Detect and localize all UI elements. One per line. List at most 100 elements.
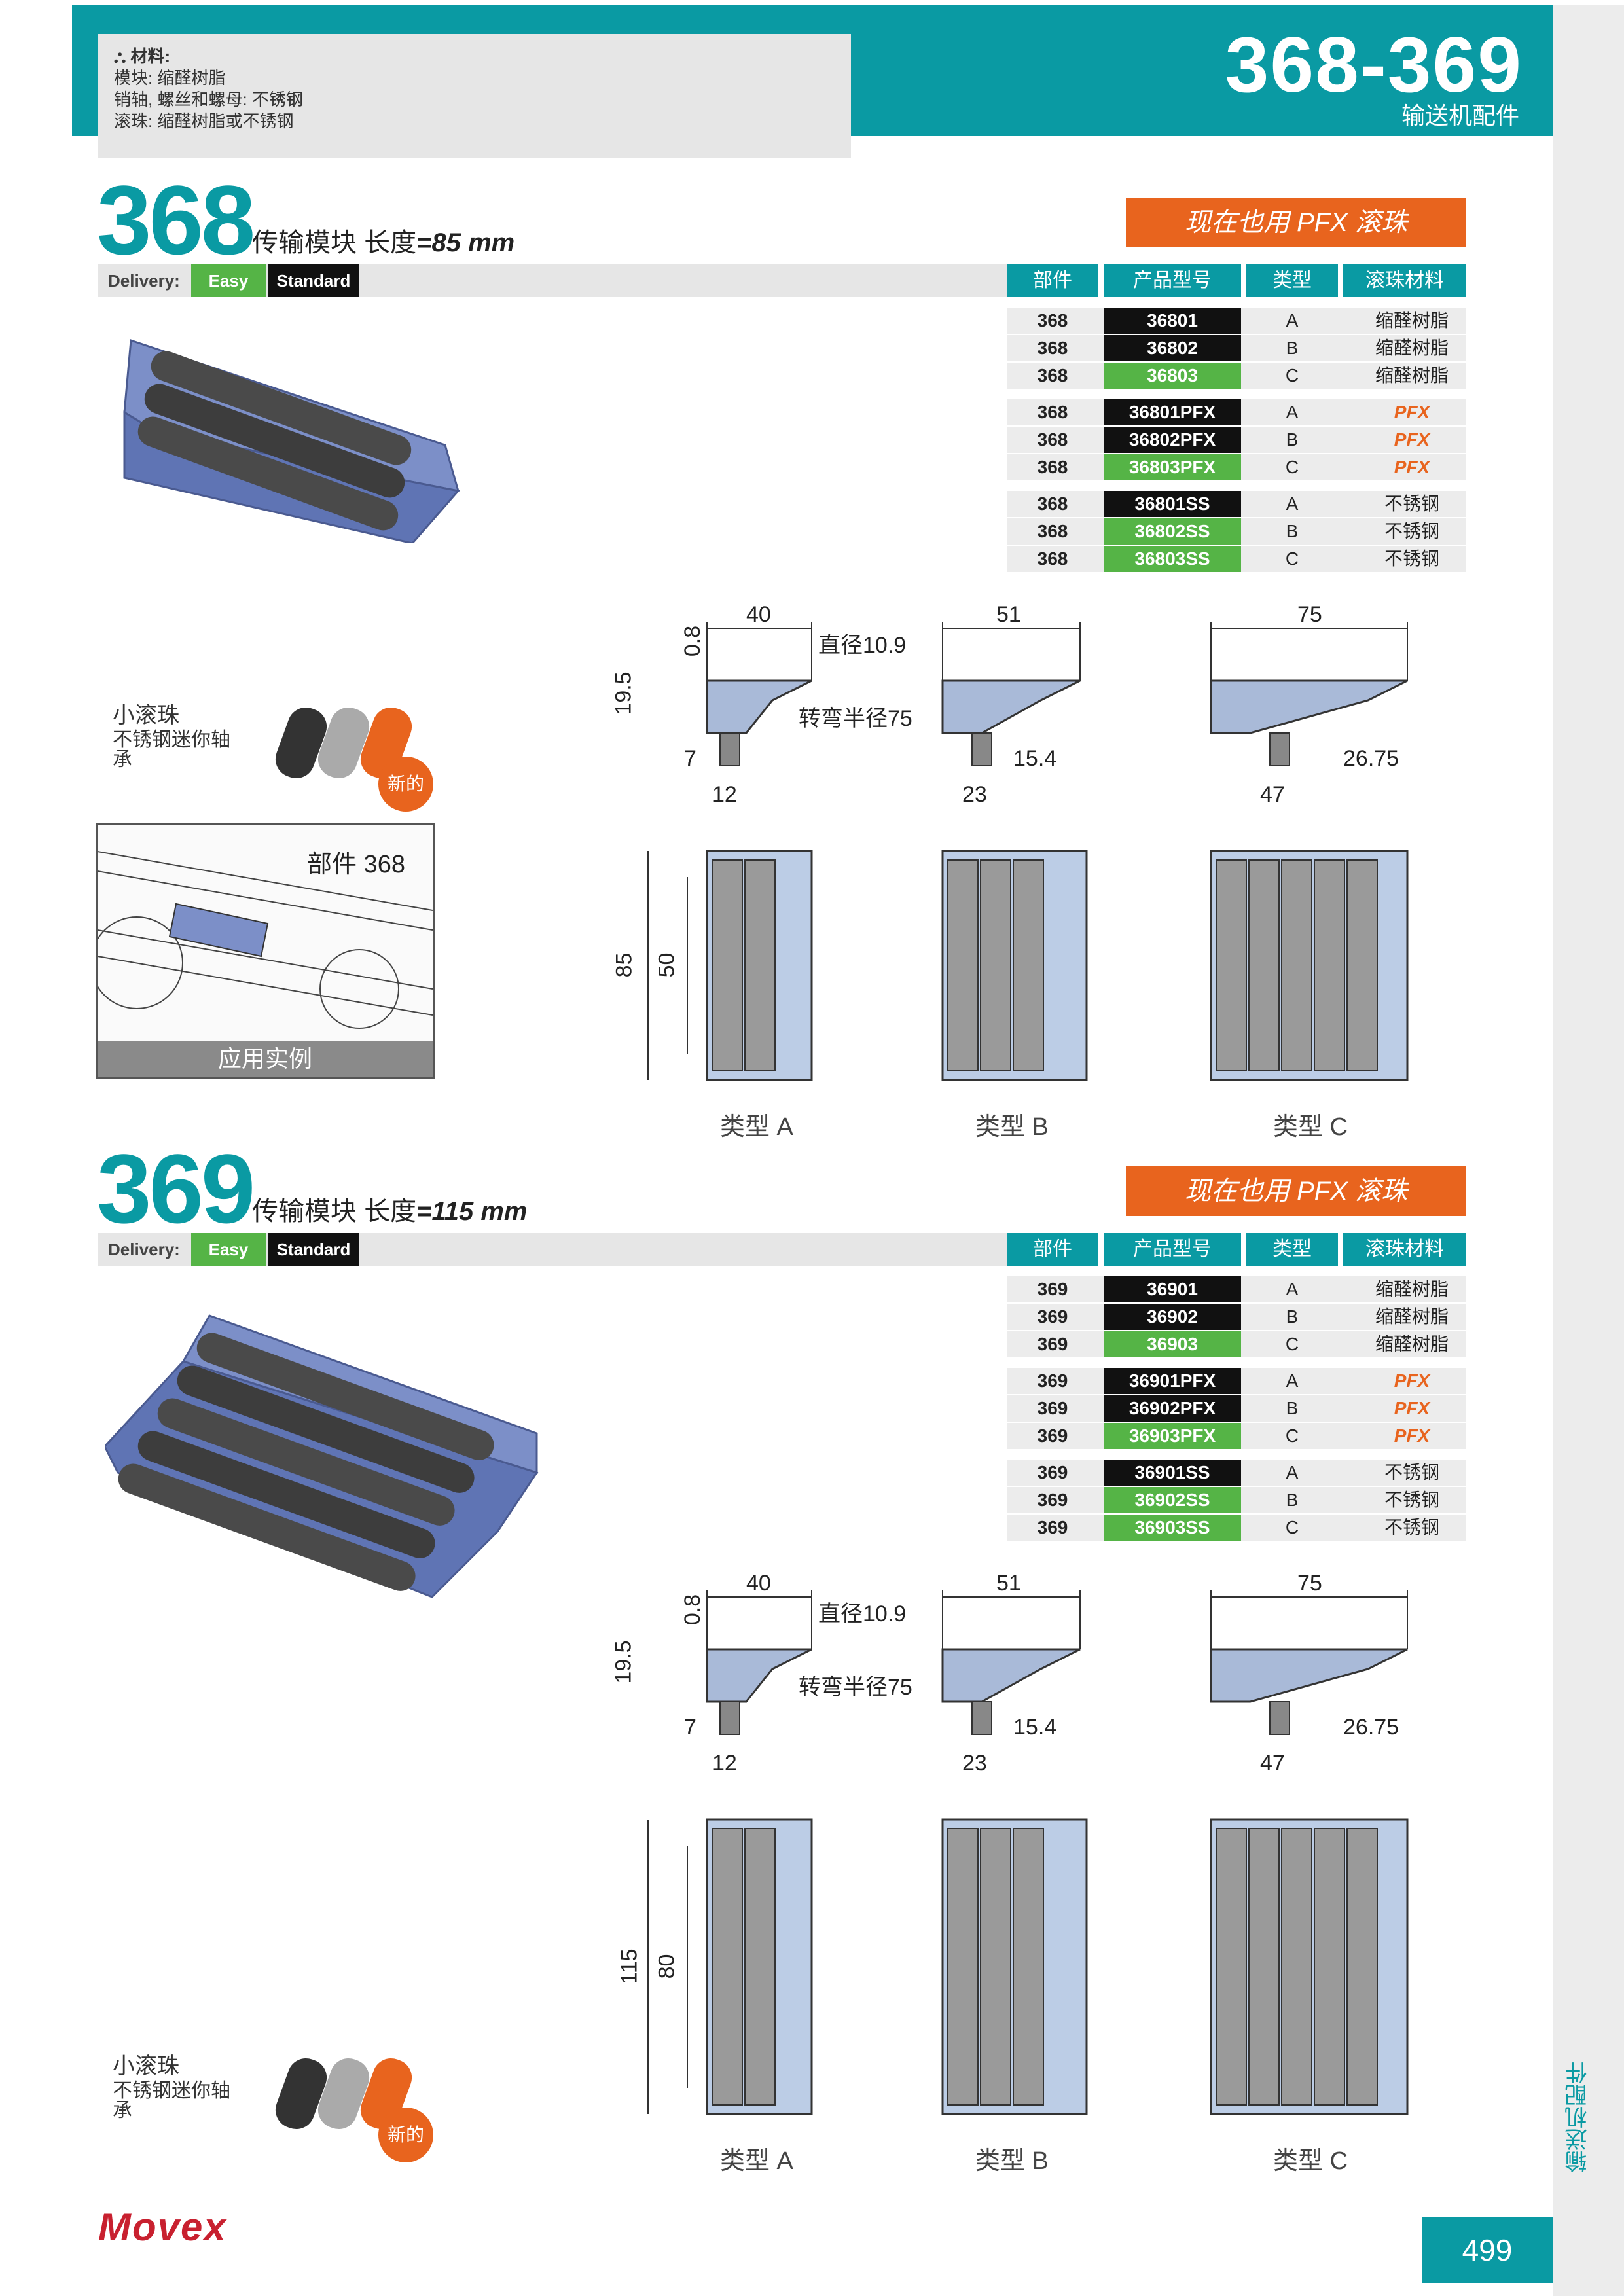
delivery-easy-badge: Easy [191,264,266,297]
dim-offset-b: 15.4 [1013,1715,1057,1740]
cell-code: 36802 [1104,335,1241,361]
cell-material: 缩醛树脂 [1375,1306,1449,1327]
cell-code: 36901SS [1104,1460,1241,1486]
cell-code: 36801PFX [1104,399,1241,425]
bearing-note-title: 小滚珠 [113,2054,179,2079]
side-category-label: 输送机配件 [1566,2062,1591,2173]
dim-roller-diameter: 直径10.9 [818,633,907,658]
new-badge: 新的 [378,2108,433,2162]
dim-length-total: 85 [611,952,637,978]
section-title: 传输模块 长度=85 mm [252,228,515,257]
dim-width-c: 75 [1297,1571,1322,1596]
bearing-note-sub: 不锈钢迷你轴 [113,2080,230,2102]
cell-type: A [1286,402,1299,422]
cell-material: PFX [1394,457,1430,477]
cell-code: 36903SS [1104,1515,1241,1541]
materials-icon: ⛬ [114,46,126,66]
delivery-standard-badge: Standard [268,264,359,297]
cell-material: 缩醛树脂 [1375,310,1449,331]
cell-material: 不锈钢 [1384,1517,1439,1537]
dim-width-b: 51 [996,602,1021,627]
header-range: 368-369 [1225,21,1523,109]
cell-part: 369 [1037,1517,1068,1537]
materials-line: 模块: 缩醛树脂 [114,68,226,88]
table-header-material: 滚珠材料 [1343,1233,1466,1266]
dim-width-c2: 47 [1260,782,1285,807]
delivery-label: Delivery: [108,271,180,291]
dim-width-b: 51 [996,1571,1021,1596]
dim-length-total: 115 [617,1948,642,1984]
cell-material: PFX [1394,1426,1430,1446]
cell-part: 369 [1037,1279,1068,1299]
cell-code: 36903PFX [1104,1423,1241,1449]
cell-code: 36903 [1104,1331,1241,1357]
cell-part: 369 [1037,1398,1068,1418]
cell-part: 368 [1037,365,1068,386]
bearing-note-title: 小滚珠 [113,703,179,728]
delivery-label: Delivery: [108,1240,180,1259]
table-header-part: 部件 [1007,1233,1098,1266]
dim-width-a: 40 [746,602,771,627]
table-header-code: 产品型号 [1104,264,1241,297]
dim-bolt: 7 [684,1715,696,1740]
page-number: 499 [1422,2217,1553,2283]
table-header-type: 类型 [1246,264,1338,297]
cell-type: B [1286,338,1299,358]
table-row: 369 36903PFX C PFX [1007,1423,1466,1449]
cell-material: 缩醛树脂 [1375,338,1449,358]
cell-type: A [1286,493,1299,514]
cell-material: 不锈钢 [1384,521,1439,541]
cell-type: B [1286,1306,1299,1327]
cell-part: 368 [1037,402,1068,422]
new-badge: 新的 [378,757,433,812]
cell-part: 369 [1037,1426,1068,1446]
cell-part: 369 [1037,1490,1068,1510]
application-drawing [98,851,433,1029]
product-image-369 [105,1314,539,1598]
materials-line: 滚珠: 缩醛树脂或不锈钢 [114,111,294,131]
cell-material: 缩醛树脂 [1375,1334,1449,1354]
right-margin-band [1553,5,1624,2296]
cell-material: 缩醛树脂 [1375,1279,1449,1299]
cell-part: 369 [1037,1306,1068,1327]
cell-type: C [1285,457,1299,477]
cell-part: 369 [1037,1334,1068,1354]
cell-part: 368 [1037,338,1068,358]
cell-type: C [1285,1426,1299,1446]
cell-type: C [1285,1334,1299,1354]
cell-type: C [1285,548,1299,569]
dim-width-c2: 47 [1260,1751,1285,1776]
dim-width-b2: 23 [962,1751,987,1776]
dim-thickness: 0.8 [680,1594,706,1626]
table-row: 368 36802 B 缩醛树脂 [1007,335,1466,361]
bearing-note-sub: 承 [113,2100,132,2121]
bearing-note-sub: 承 [113,749,132,770]
table-row: 369 36903 C 缩醛树脂 [1007,1331,1466,1357]
delivery-easy-badge: Easy [191,1233,266,1266]
dim-turn-radius: 转弯半径75 [799,1675,912,1700]
dim-pitch: 12 [712,782,737,807]
dim-bolt: 7 [684,746,696,771]
movex-logo: Movex [98,2205,227,2249]
dim-width-c: 75 [1297,602,1322,627]
cell-type: A [1286,1279,1299,1299]
materials-box: ⛬ 材料: 模块: 缩醛树脂 销轴, 螺丝和螺母: 不锈钢 滚珠: 缩醛树脂或不… [98,34,851,158]
roller-group [137,351,412,531]
type-label: 类型 C [1273,2147,1348,2175]
header-category: 输送机配件 [1401,102,1519,129]
cell-part: 369 [1037,1462,1068,1482]
application-caption: 应用实例 [98,1041,433,1077]
cell-type: A [1286,1462,1299,1482]
cell-part: 369 [1037,1371,1068,1391]
cell-part: 368 [1037,548,1068,569]
dim-roller-diameter: 直径10.9 [818,1602,907,1626]
